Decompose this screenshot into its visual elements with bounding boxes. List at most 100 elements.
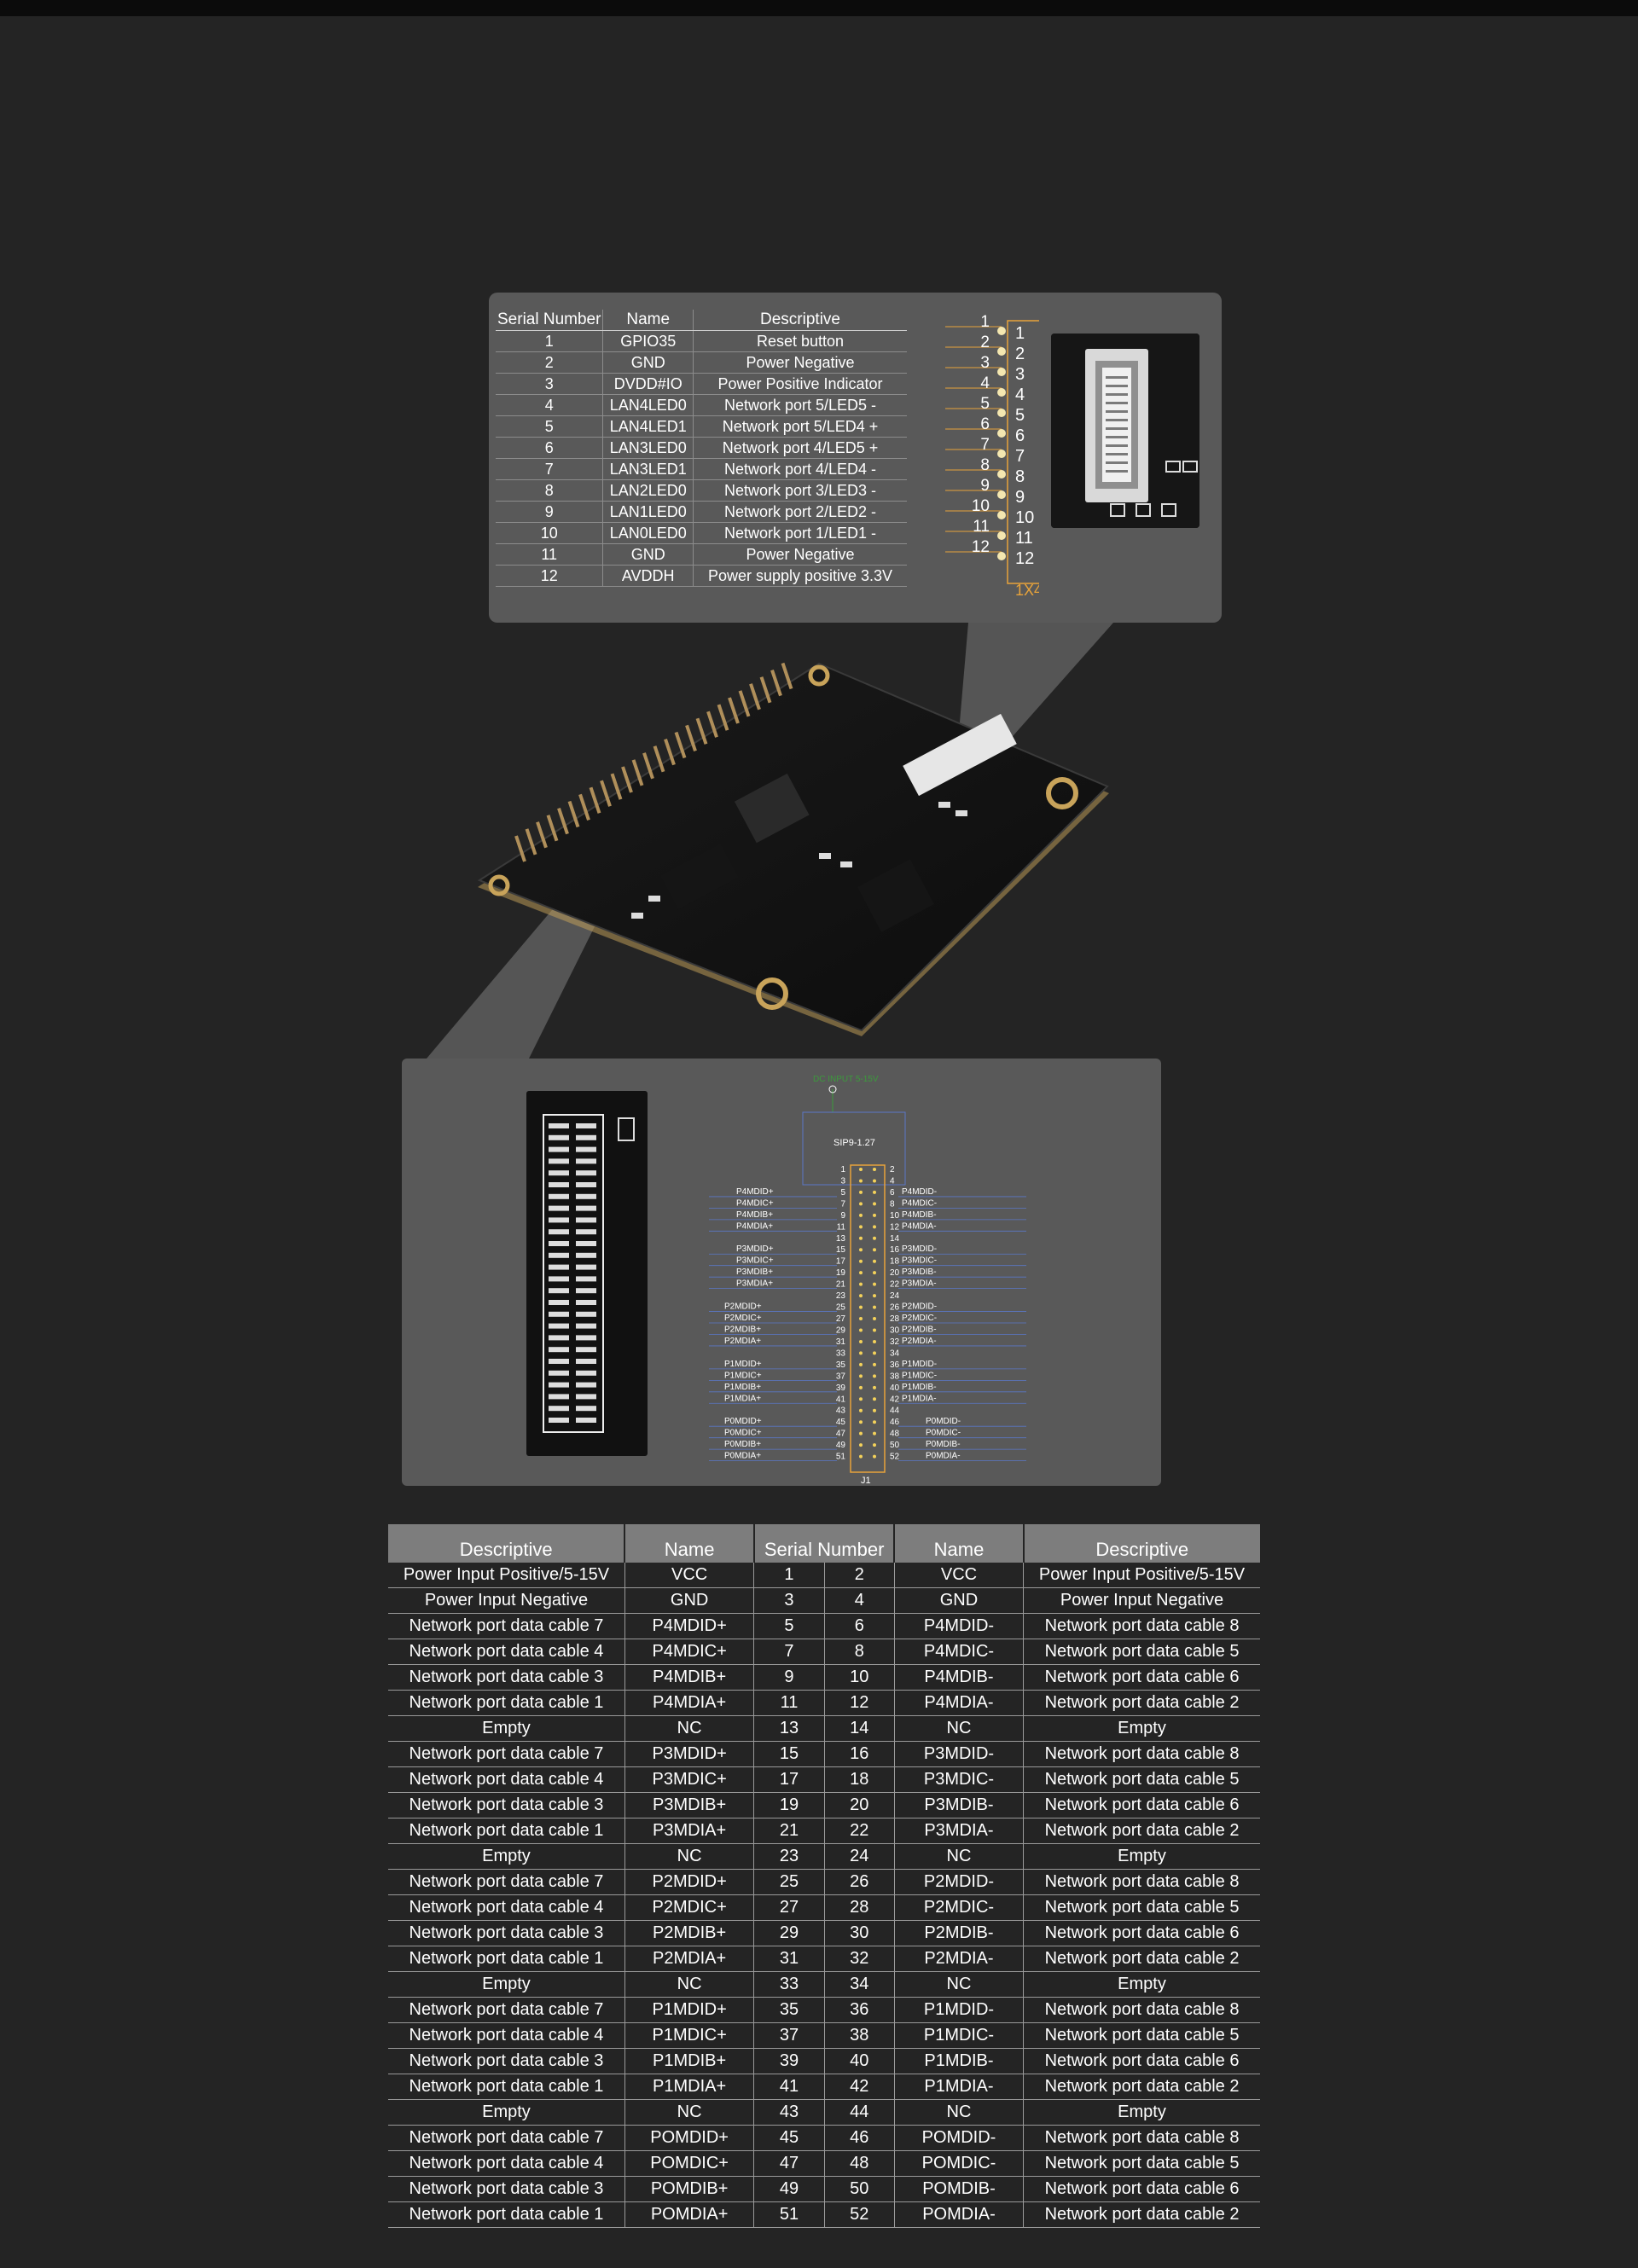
top-bar	[0, 0, 1638, 16]
schematic-pin	[873, 1408, 876, 1412]
board-pin	[695, 717, 708, 745]
table-cell: 5	[753, 1613, 825, 1639]
signal-label: P4MDIB-	[902, 1210, 937, 1220]
table-cell: 30	[824, 1920, 895, 1946]
table-cell: POMDIC-	[894, 2150, 1025, 2177]
table-cell: LAN2LED0	[602, 479, 694, 502]
table-cell: P4MDID-	[894, 1613, 1025, 1639]
table-cell: 12	[496, 565, 604, 587]
signal-label: P4MDIC+	[736, 1198, 774, 1208]
table-cell: 28	[824, 1894, 895, 1921]
board-pin	[578, 793, 590, 821]
table-cell: 1	[496, 330, 604, 352]
schematic-pin	[873, 1202, 876, 1206]
pin-dot	[997, 368, 1006, 376]
table-cell: Network port data cable 3	[388, 1792, 625, 1818]
pin-number-label: 10	[972, 497, 990, 515]
schematic-pin-number: 26	[890, 1303, 900, 1313]
table-cell: VCC	[894, 1563, 1025, 1588]
schematic-pin	[873, 1179, 876, 1183]
schematic-pin-number: 25	[836, 1303, 846, 1313]
pin-number-label: 5	[980, 395, 990, 413]
table-cell: 22	[824, 1818, 895, 1844]
schematic-pin-number: 3	[840, 1176, 845, 1186]
signal-label: P4MDIA-	[902, 1221, 937, 1231]
schematic-pin	[859, 1248, 863, 1252]
column-header: Descriptive	[1023, 1524, 1260, 1563]
table-cell: GPIO35	[602, 330, 694, 352]
column-header: Descriptive	[693, 310, 907, 331]
signal-label: P2MDIB-	[902, 1325, 937, 1334]
table-cell: P4MDIB+	[624, 1664, 755, 1691]
table-cell: Network port data cable 4	[388, 1894, 625, 1921]
header-symbol	[850, 1164, 886, 1473]
pin-number-label: 9	[980, 477, 990, 495]
signal-label: P2MDIA+	[724, 1337, 761, 1346]
table-cell: NC	[894, 1843, 1025, 1870]
schematic-pin-number: 49	[836, 1441, 846, 1450]
pin-number-label: 7	[980, 436, 990, 454]
board-pin	[770, 669, 782, 697]
table-cell: 41	[753, 2074, 825, 2100]
table-cell: 35	[753, 1997, 825, 2023]
table-cell: LAN1LED0	[602, 501, 694, 523]
signal-label: P0MDIB+	[724, 1440, 761, 1449]
schematic-pin	[873, 1305, 876, 1309]
schematic-pin	[873, 1328, 876, 1332]
board-pin	[631, 759, 644, 786]
table-cell: 52	[824, 2201, 895, 2228]
schematic-pin	[859, 1294, 863, 1298]
signal-label: P4MDID+	[736, 1187, 774, 1197]
pin-number-label: 8	[980, 456, 990, 474]
table-cell: Network port data cable 6	[1023, 1664, 1260, 1691]
schematic-pin	[873, 1339, 876, 1343]
table-cell: P1MDIC-	[894, 2022, 1025, 2049]
table-cell: Network port data cable 2	[1023, 1690, 1260, 1716]
signal-label: P0MDID-	[926, 1417, 961, 1426]
signal-label: P2MDIB+	[724, 1325, 761, 1334]
signal-label: P0MDIA-	[926, 1452, 961, 1461]
signal-label: P4MDIB+	[736, 1210, 773, 1220]
table-cell: P4MDIA+	[624, 1690, 755, 1716]
schematic-pin	[859, 1408, 863, 1412]
table-cell: P2MDIA+	[624, 1946, 755, 1972]
schematic-pin-number: 10	[890, 1211, 900, 1221]
schematic-pin-number: 19	[836, 1268, 846, 1278]
schematic-pin-number: 35	[836, 1360, 846, 1370]
schematic-pin-number: 23	[836, 1291, 846, 1301]
schematic-pin-number: 51	[836, 1453, 846, 1462]
table-cell: P2MDIC+	[624, 1894, 755, 1921]
table-cell: 15	[753, 1741, 825, 1767]
pin-dot	[997, 409, 1006, 417]
table-header-row: Descriptive Name Serial Number Name Desc…	[388, 1524, 1260, 1563]
pin-number-label: 5	[1015, 406, 1025, 425]
signal-label: P0MDID+	[724, 1417, 762, 1426]
table-cell: Network port 5/LED5 -	[693, 394, 907, 416]
table-cell: P3MDIC-	[894, 1766, 1025, 1793]
schematic-pin-number: 15	[836, 1245, 846, 1255]
schematic-pin-number: 13	[836, 1234, 846, 1244]
table-cell: Power Input Positive/5-15V	[1023, 1563, 1260, 1588]
signal-label: P3MDIC+	[736, 1256, 774, 1266]
table-cell: Network port data cable 1	[388, 2074, 625, 2100]
table-cell: 9	[753, 1664, 825, 1691]
table-cell: NC	[624, 1971, 755, 1998]
table-cell: Network port data cable 5	[1023, 2150, 1260, 2177]
schematic-pin	[859, 1282, 863, 1286]
table-cell: Network port data cable 7	[388, 1869, 625, 1895]
table-cell: Network port data cable 7	[388, 1741, 625, 1767]
table-cell: 16	[824, 1741, 895, 1767]
